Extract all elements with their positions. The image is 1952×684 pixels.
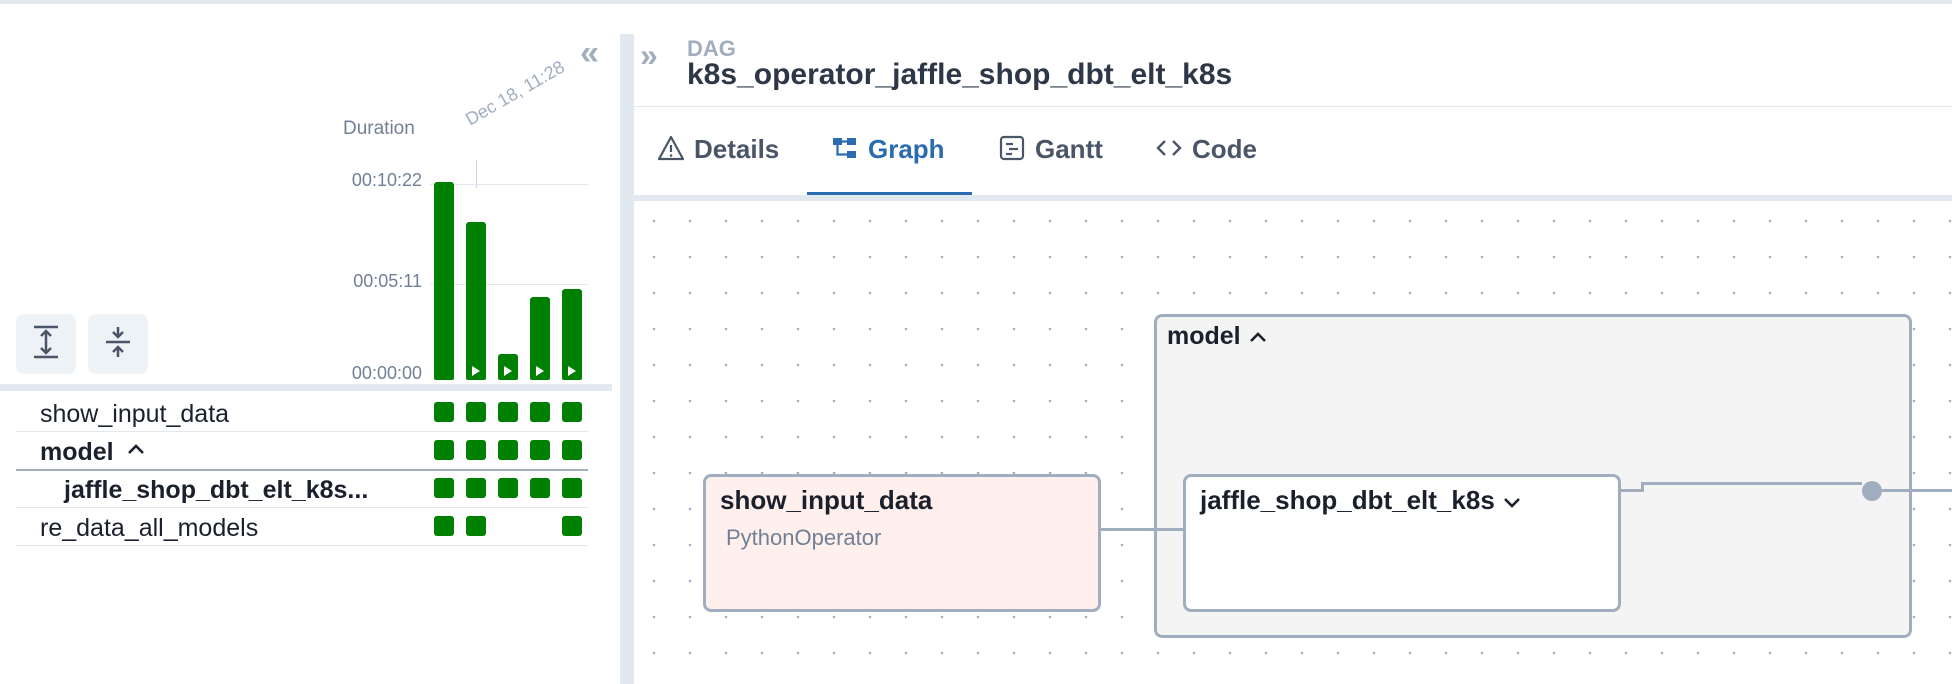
task-row[interactable]: model xyxy=(16,432,588,471)
task-instance-status[interactable] xyxy=(434,402,454,422)
node-title: jaffle_shop_dbt_elt_k8s xyxy=(1200,485,1495,515)
task-instance-status[interactable] xyxy=(466,516,486,536)
duration-bar[interactable] xyxy=(530,297,550,380)
edge-junction-dot xyxy=(1862,481,1882,501)
run-date-marker: Dec 18, 11:28 xyxy=(462,56,568,130)
y-tick-max: 00:10:22 xyxy=(351,170,422,190)
node-title: show_input_data xyxy=(720,485,933,515)
play-icon xyxy=(504,366,512,376)
task-instance-status[interactable] xyxy=(434,440,454,460)
tab-details[interactable]: Details xyxy=(657,134,779,196)
breadcrumb-label: DAG xyxy=(687,36,736,61)
play-icon xyxy=(536,366,544,376)
task-instance-status[interactable] xyxy=(530,402,550,422)
expand-details-icon[interactable]: » xyxy=(640,37,658,73)
edge-segment xyxy=(1641,482,1644,492)
active-tab-indicator xyxy=(807,192,972,196)
edge-segment xyxy=(1621,489,1643,492)
gridline-mid xyxy=(430,284,588,285)
code-icon xyxy=(1155,134,1183,162)
chart-baseline xyxy=(0,384,612,391)
y-tick-mid: 00:05:11 xyxy=(353,271,422,291)
task-instance-status[interactable] xyxy=(530,440,550,460)
node-title-wrap: jaffle_shop_dbt_elt_k8s xyxy=(1200,485,1522,516)
duration-bar[interactable] xyxy=(434,182,454,380)
dag-title[interactable]: k8s_operator_jaffle_shop_dbt_elt_k8s xyxy=(687,58,1233,91)
header-divider xyxy=(634,106,1952,107)
play-icon xyxy=(568,366,576,376)
task-instance-status[interactable] xyxy=(434,516,454,536)
edge-to-next-task xyxy=(1882,489,1952,492)
task-instance-status[interactable] xyxy=(498,440,518,460)
task-instance-status[interactable] xyxy=(562,516,582,536)
task-row[interactable]: re_data_all_models xyxy=(16,508,588,546)
tab-code[interactable]: Code xyxy=(1155,134,1257,196)
duration-bar[interactable] xyxy=(562,289,582,380)
graph-icon xyxy=(831,134,859,162)
task-row[interactable]: show_input_data xyxy=(16,394,588,432)
task-group-model-header[interactable]: model xyxy=(1167,322,1268,351)
expand-vertical-icon xyxy=(32,325,60,364)
warning-triangle-icon xyxy=(657,134,685,162)
tab-graph[interactable]: Graph xyxy=(831,134,945,196)
task-instance-status[interactable] xyxy=(434,478,454,498)
play-icon xyxy=(472,366,480,376)
task-instance-status[interactable] xyxy=(562,402,582,422)
collapse-grid-icon[interactable]: « xyxy=(580,34,599,72)
task-instance-status[interactable] xyxy=(562,478,582,498)
node-show-input-data[interactable]: show_input_data PythonOperator xyxy=(703,474,1101,612)
task-instance-status[interactable] xyxy=(562,440,582,460)
run-date-tick xyxy=(476,160,477,188)
group-label: model xyxy=(1167,322,1241,350)
chevron-down-icon xyxy=(1502,485,1522,515)
duration-bar[interactable] xyxy=(466,222,486,380)
tab-label: Code xyxy=(1192,134,1257,164)
task-instance-status[interactable] xyxy=(498,402,518,422)
node-operator: PythonOperator xyxy=(726,525,882,550)
tab-gantt[interactable]: Gantt xyxy=(998,134,1103,196)
chevron-up-icon[interactable] xyxy=(126,442,146,461)
task-instance-status[interactable] xyxy=(466,478,486,498)
task-instance-status[interactable] xyxy=(466,402,486,422)
task-instance-status[interactable] xyxy=(466,440,486,460)
task-instance-status[interactable] xyxy=(498,478,518,498)
gantt-icon xyxy=(998,134,1026,162)
tabs-divider xyxy=(634,195,1952,201)
tab-label: Graph xyxy=(868,134,945,164)
expand-all-button[interactable] xyxy=(16,314,76,374)
collapse-all-button[interactable] xyxy=(88,314,148,374)
task-row[interactable]: jaffle_shop_dbt_elt_k8s... xyxy=(16,470,588,508)
node-jaffle-shop-group[interactable]: jaffle_shop_dbt_elt_k8s xyxy=(1183,474,1621,612)
edge-segment xyxy=(1641,482,1862,485)
panel-resize-handle[interactable] xyxy=(620,34,634,684)
task-instance-status[interactable] xyxy=(530,478,550,498)
duration-bar[interactable] xyxy=(498,354,518,380)
task-name: jaffle_shop_dbt_elt_k8s... xyxy=(64,476,369,504)
tab-label: Details xyxy=(694,134,780,164)
task-name: re_data_all_models xyxy=(40,514,259,542)
chevron-up-icon xyxy=(1248,322,1268,350)
top-divider xyxy=(0,0,1952,4)
task-name: model xyxy=(40,438,114,466)
tab-label: Gantt xyxy=(1035,134,1103,164)
edge-show-input-to-group xyxy=(1101,528,1183,531)
task-name: show_input_data xyxy=(40,400,230,428)
duration-label: Duration xyxy=(343,118,415,139)
y-tick-zero: 00:00:00 xyxy=(351,363,422,383)
gridline-max xyxy=(430,184,588,185)
collapse-vertical-icon xyxy=(104,325,132,364)
